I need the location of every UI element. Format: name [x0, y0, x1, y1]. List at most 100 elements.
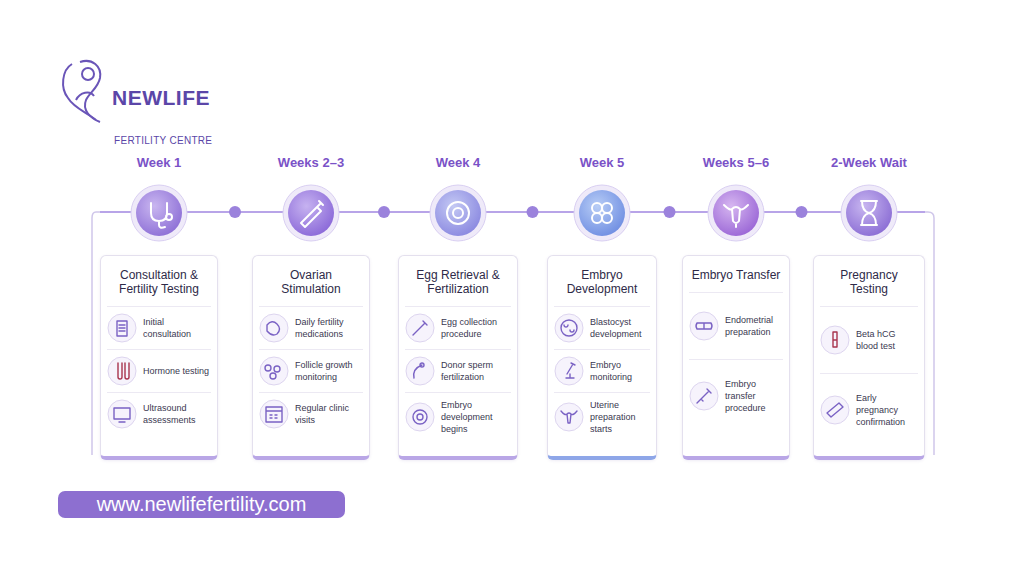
- stage-item: Endometrial preparation: [689, 292, 783, 359]
- icon-glyph: [447, 202, 469, 224]
- timeline-dot: [527, 206, 539, 218]
- stage-column: Weeks 2–3Ovarian StimulationDaily fertil…: [252, 155, 370, 460]
- logo-figure: [63, 61, 100, 122]
- frame-bracket: [92, 212, 100, 455]
- item-icon-ring: [690, 382, 718, 410]
- item-icon-glyph: [696, 323, 712, 329]
- timeline-dot: [378, 206, 390, 218]
- item-icon-ring: [108, 357, 136, 385]
- item-icon-ring: [406, 403, 434, 431]
- timeline-connector: [657, 206, 682, 218]
- item-icon: [107, 356, 137, 386]
- stage-title: Pregnancy Testing: [820, 268, 918, 296]
- icon-disc: [435, 190, 481, 236]
- item-icon-ring: [821, 396, 849, 424]
- week-label: 2-Week Wait: [793, 155, 945, 170]
- icon-disc: [288, 190, 334, 236]
- icon-glyph: [861, 201, 877, 225]
- url-badge: www.newlifefertility.com: [58, 491, 345, 518]
- week-label: Weeks 5–6: [662, 155, 810, 170]
- timeline-connector: [370, 206, 398, 218]
- stage-icon: [573, 184, 631, 242]
- item-icon: [689, 311, 719, 341]
- stage-icon: [707, 184, 765, 242]
- item-icon: [820, 325, 850, 355]
- stage-item: Beta hCG blood test: [820, 306, 918, 373]
- item-text: Embryo transfer procedure: [725, 378, 783, 414]
- icon-ring: [708, 185, 764, 241]
- item-icon: [405, 356, 435, 386]
- icon-glyph: [151, 203, 172, 228]
- item-text: Embryo monitoring: [590, 359, 650, 383]
- week-label: Week 1: [80, 155, 238, 170]
- timeline-dot: [664, 206, 676, 218]
- stage-card: Embryo TransferEndometrial preparationEm…: [682, 255, 790, 460]
- item-text: Beta hCG blood test: [856, 328, 918, 352]
- timeline-connector: [518, 206, 547, 218]
- item-icon-glyph: [117, 321, 127, 336]
- item-text: Embryo development begins: [441, 399, 511, 435]
- item-text: Daily fertility medications: [295, 316, 363, 340]
- stage-icon: [282, 184, 340, 242]
- item-icon-glyph: [561, 411, 577, 423]
- icon-ring: [574, 185, 630, 241]
- item-icon: [259, 313, 289, 343]
- stage-column: Week 4Egg Retrieval & FertilizationEgg c…: [398, 155, 518, 460]
- item-icon-ring: [555, 314, 583, 342]
- icon-glyph: [724, 205, 748, 227]
- stage-item: Follicle growth monitoring: [259, 349, 363, 392]
- url-text: www.newlifefertility.com: [62, 493, 341, 516]
- item-icon: [405, 313, 435, 343]
- item-text: Endometrial preparation: [725, 314, 783, 338]
- item-icon: [689, 381, 719, 411]
- item-icon-glyph: [414, 363, 424, 378]
- logo-subtitle: FERTILITY CENTRE: [114, 135, 1024, 146]
- item-icon: [107, 313, 137, 343]
- item-icon-glyph: [566, 363, 575, 378]
- icon-ring: [131, 185, 187, 241]
- icon-ring: [841, 185, 897, 241]
- stage-title: Egg Retrieval & Fertilization: [405, 268, 511, 296]
- week-label: Weeks 2–3: [232, 155, 390, 170]
- item-icon: [259, 399, 289, 429]
- stage-card: Pregnancy TestingBeta hCG blood testEarl…: [813, 255, 925, 460]
- timeline-dot: [796, 206, 808, 218]
- icon-disc: [713, 190, 759, 236]
- item-icon-ring: [690, 312, 718, 340]
- item-icon-glyph: [265, 365, 280, 379]
- icon-ring: [283, 185, 339, 241]
- item-text: Blastocyst development: [590, 316, 650, 340]
- item-text: Uterine preparation starts: [590, 399, 650, 435]
- item-icon-ring: [260, 314, 288, 342]
- stage-icon: [429, 184, 487, 242]
- item-icon-ring: [555, 403, 583, 431]
- stage-item: Embryo transfer procedure: [689, 359, 783, 432]
- stage-title: Ovarian Stimulation: [259, 268, 363, 296]
- stage-item: Early pregnancy confirmation: [820, 373, 918, 446]
- item-text: Initial consultation: [143, 316, 211, 340]
- stage-item: Daily fertility medications: [259, 306, 363, 349]
- item-icon-glyph: [827, 403, 843, 417]
- stage-item: Embryo monitoring: [554, 349, 650, 392]
- stage-card: Ovarian StimulationDaily fertility medic…: [252, 255, 370, 460]
- item-icon: [820, 395, 850, 425]
- stage-item: Initial consultation: [107, 306, 211, 349]
- item-text: Egg collection procedure: [441, 316, 511, 340]
- item-text: Regular clinic visits: [295, 402, 363, 426]
- item-icon: [554, 402, 584, 432]
- icon-glyph: [592, 203, 612, 223]
- item-icon-glyph: [266, 407, 282, 422]
- stage-item: Blastocyst development: [554, 306, 650, 349]
- stage-title: Embryo Development: [554, 268, 650, 296]
- item-icon-glyph: [413, 321, 427, 335]
- timeline-dot: [229, 206, 241, 218]
- item-text: Early pregnancy confirmation: [856, 392, 918, 428]
- item-icon: [554, 356, 584, 386]
- item-icon-ring: [260, 400, 288, 428]
- item-text: Ultrasound assessments: [143, 402, 211, 426]
- frame-bracket: [925, 212, 934, 455]
- item-icon: [405, 402, 435, 432]
- icon-disc: [579, 190, 625, 236]
- item-text: Hormone testing: [143, 365, 211, 377]
- item-icon-ring: [406, 357, 434, 385]
